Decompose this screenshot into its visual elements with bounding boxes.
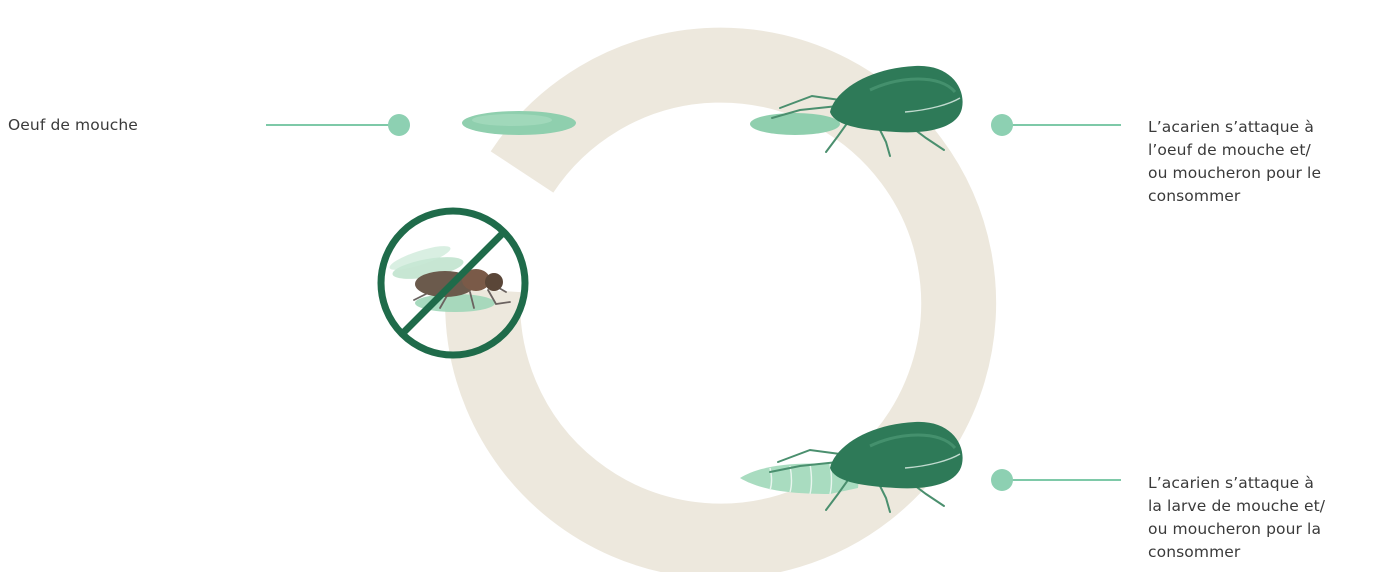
label-line: ou moucheron pour la (1148, 518, 1368, 541)
label-fly-egg: Oeuf de mouche (8, 114, 138, 137)
label-line: la larve de mouche et/ (1148, 495, 1368, 518)
label-line: consommer (1148, 541, 1368, 564)
connector-egg (266, 114, 410, 136)
label-line: l’oeuf de mouche et/ (1148, 139, 1368, 162)
connector-mite-larva (991, 469, 1121, 491)
connector-dot (991, 114, 1013, 136)
connector-dot (388, 114, 410, 136)
fly-icon (387, 241, 510, 312)
label-mite-attacks-egg: L’acarien s’attaque à l’oeuf de mouche e… (1148, 116, 1368, 208)
egg-icon (462, 111, 576, 135)
connector-dot (991, 469, 1013, 491)
label-line: L’acarien s’attaque à (1148, 472, 1368, 495)
label-mite-attacks-larva: L’acarien s’attaque à la larve de mouche… (1148, 472, 1368, 564)
label-line: consommer (1148, 185, 1368, 208)
connector-mite-egg (991, 114, 1121, 136)
label-line: L’acarien s’attaque à (1148, 116, 1368, 139)
label-line: ou moucheron pour le (1148, 162, 1368, 185)
